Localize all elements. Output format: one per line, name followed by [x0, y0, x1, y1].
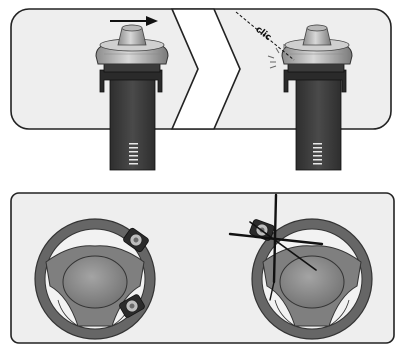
- mounting-strip: [296, 66, 341, 170]
- wheel-hub: [280, 256, 344, 308]
- top-panel: clic: [11, 9, 391, 170]
- steering-wheel-left: [35, 219, 155, 339]
- mounting-strip: [110, 66, 155, 170]
- wheel-hub: [63, 256, 127, 308]
- bottom-panel: [11, 193, 394, 343]
